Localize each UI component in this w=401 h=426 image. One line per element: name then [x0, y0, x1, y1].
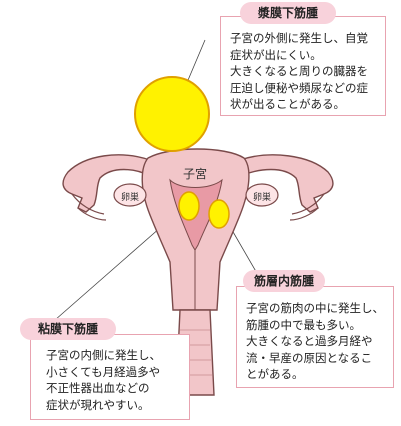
ovary-right: [245, 183, 279, 207]
fimbriae-right: [289, 193, 325, 221]
submucosal-description: 子宮の内側に発生し、 小さくても月経過多や 不正性器出血などの 症状が現れやすい…: [30, 334, 190, 420]
subserosal-description: 子宮の外側に発生し、自覚 症状が出にくい。 大きくなると周りの臓器を 圧迫し便秘…: [220, 16, 386, 116]
ovary-left-label: 卵巣: [121, 193, 140, 203]
submucosal-title: 粘膜下筋腫: [20, 318, 116, 340]
intramural-fibroid: [208, 199, 230, 229]
submucosal-fibroid: [178, 191, 200, 221]
subserosal-title: 漿膜下筋腫: [240, 2, 336, 24]
subserosal-fibroid: [134, 76, 210, 152]
ovary-right-label: 卵巣: [253, 193, 272, 203]
intramural-description: 子宮の筋肉の中に発生し、 筋腫の中で最も多い。 大きくなると過多月経や 流・早産…: [236, 286, 394, 388]
intramural-title: 筋層内筋腫: [243, 270, 325, 292]
vagina-folds: [178, 329, 212, 376]
fimbriae-left: [71, 193, 107, 221]
uterus-label: 子宮: [183, 167, 208, 181]
ovary-left: [113, 183, 147, 207]
